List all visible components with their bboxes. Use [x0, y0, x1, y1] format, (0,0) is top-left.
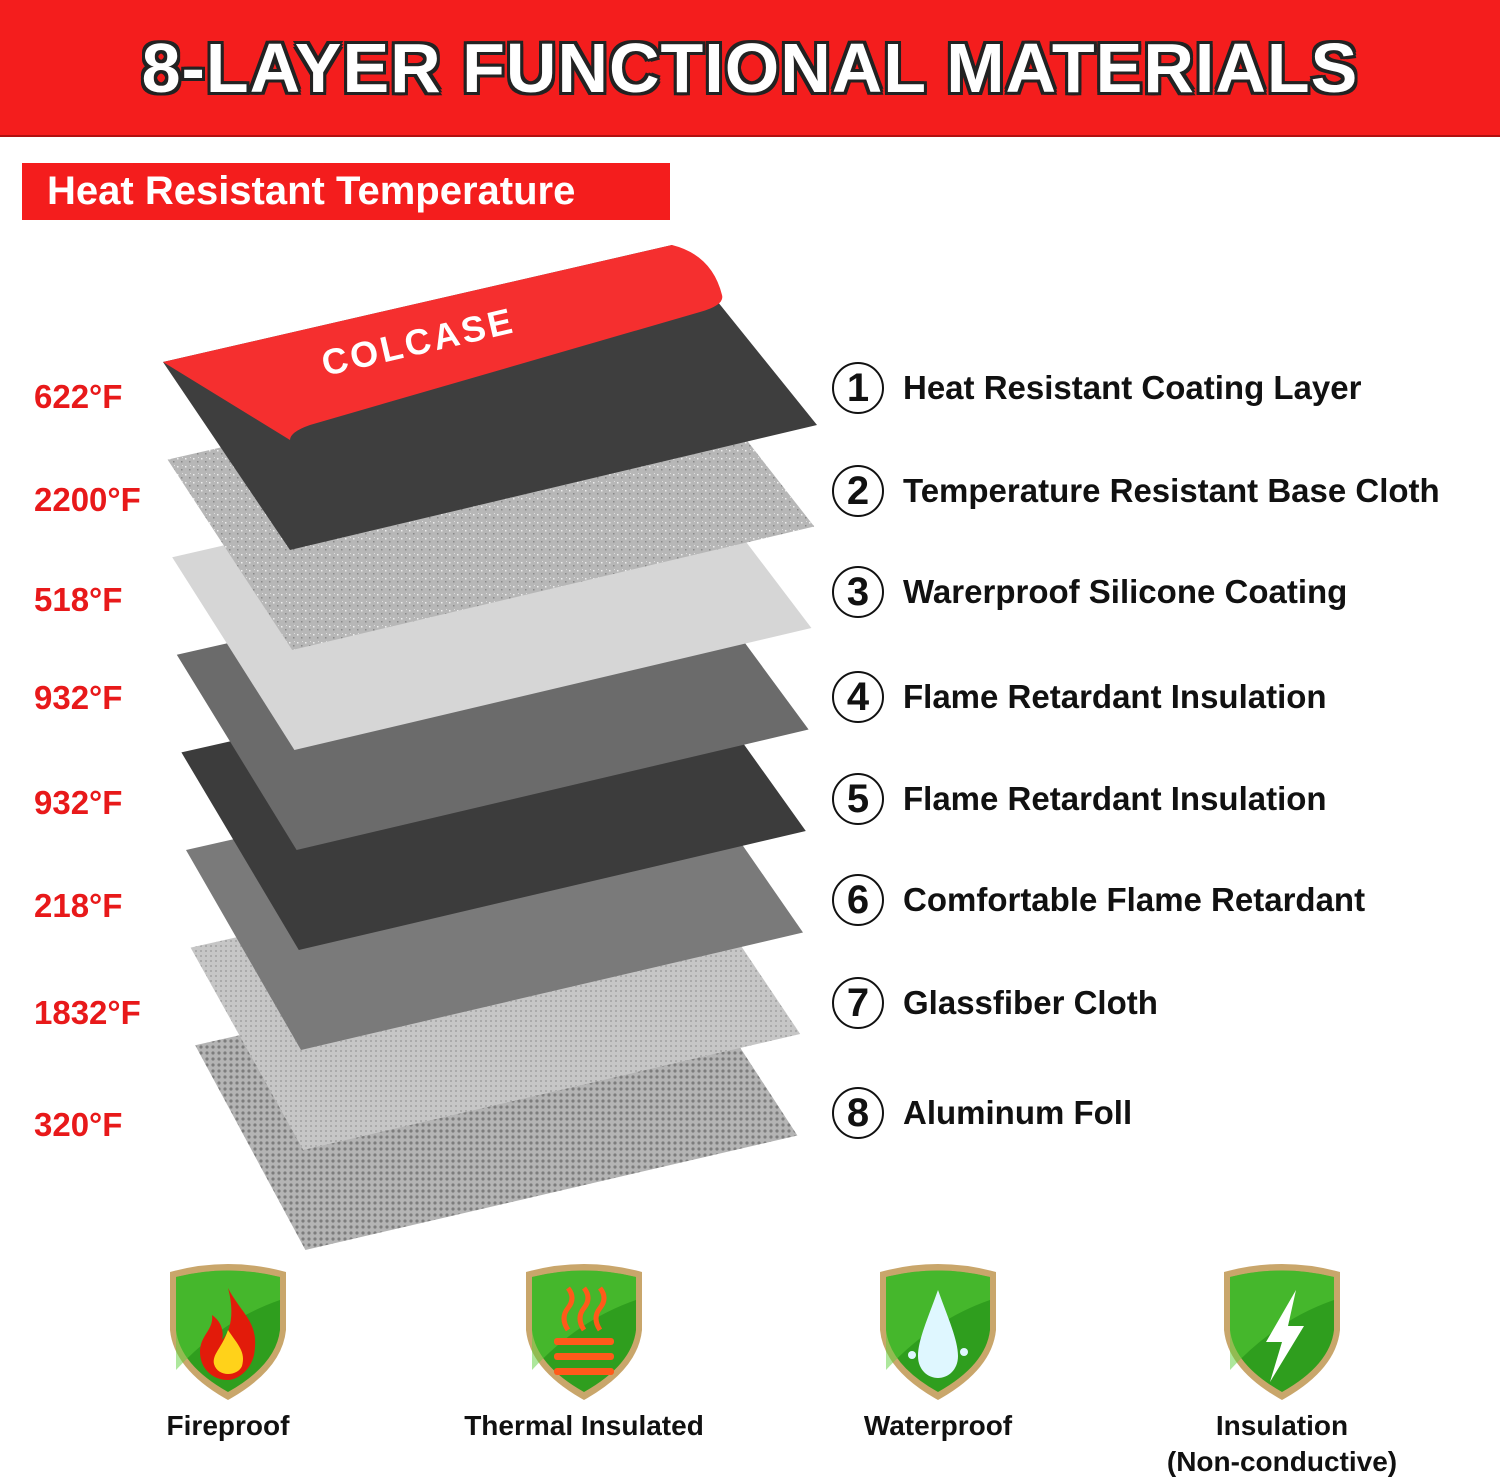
layer-number-badge: 4 [832, 671, 884, 723]
layer-list-item: 4 Flame Retardant Insulation [832, 671, 1327, 723]
layer-number-badge: 8 [832, 1087, 884, 1139]
feature-label-text: Waterproof [863, 1410, 1013, 1441]
layer-name: Flame Retardant Insulation [903, 678, 1327, 715]
layer-name: Temperature Resistant Base Cloth [903, 472, 1440, 509]
temperature-label: 932°F [34, 784, 123, 821]
fire-icon [170, 1264, 286, 1400]
layer-number-badge: 7 [832, 977, 884, 1029]
layer-list-item: 8 Aluminum Foll [832, 1087, 1132, 1139]
layer-name: Glassfiber Cloth [903, 984, 1158, 1021]
layer-list-item: 1 Heat Resistant Coating Layer [832, 362, 1361, 414]
layer-name: Heat Resistant Coating Layer [903, 369, 1362, 406]
feature-label: Waterproof [864, 1408, 1012, 1444]
temperature-label: 320°F [34, 1106, 123, 1143]
feature-label: Fireproof [167, 1408, 290, 1444]
layer-list-item: 3 Warerproof Silicone Coating [832, 566, 1347, 618]
temperature-label: 1832°F [34, 994, 141, 1031]
layer-list-item: 5 Flame Retardant Insulation [832, 773, 1327, 825]
layer-name: Aluminum Foll [903, 1094, 1133, 1131]
feature-label-text: Fireproof [166, 1410, 290, 1441]
layer-name: Comfortable Flame Retardant [903, 881, 1366, 918]
title-banner: 8-LAYER FUNCTIONAL MATERIALS [0, 0, 1500, 137]
layer-list-item: 6 Comfortable Flame Retardant [832, 874, 1365, 926]
water-drop-icon [880, 1264, 996, 1400]
temperature-label: 518°F [34, 581, 123, 618]
feature-sublabel: (Non-conductive) [1166, 1446, 1398, 1477]
feature-label: Thermal Insulated [464, 1408, 704, 1444]
layer-number-badge: 3 [832, 566, 884, 618]
layer-number-badge: 6 [832, 874, 884, 926]
layer-number-badge: 2 [832, 465, 884, 517]
layer-list-item: 2 Temperature Resistant Base Cloth [832, 465, 1440, 517]
layer-name: Warerproof Silicone Coating [903, 573, 1348, 610]
feature-badge: Waterproof [778, 1260, 1098, 1444]
feature-badge: Fireproof [68, 1260, 388, 1444]
heat-insulation-icon [526, 1264, 642, 1400]
lightning-icon [1224, 1264, 1340, 1400]
layer-number-badge: 1 [832, 362, 884, 414]
temperature-label: 2200°F [34, 481, 141, 518]
feature-label-text: Insulation [1215, 1410, 1349, 1441]
section-heading: Heat Resistant Temperature [22, 163, 670, 220]
temperature-label: 218°F [34, 887, 123, 924]
page-title: 8-LAYER FUNCTIONAL MATERIALS [141, 28, 1359, 107]
feature-label: Insulation (Non-conductive) [1167, 1408, 1397, 1480]
feature-label-text: Thermal Insulated [464, 1410, 704, 1441]
layer-name: Flame Retardant Insulation [903, 780, 1327, 817]
feature-badge: Thermal Insulated [424, 1260, 744, 1444]
temperature-label: 932°F [34, 679, 123, 716]
feature-badge: Insulation (Non-conductive) [1122, 1260, 1442, 1480]
temperature-label: 622°F [34, 378, 123, 415]
layer-list-item: 7 Glassfiber Cloth [832, 977, 1158, 1029]
layer-number-badge: 5 [832, 773, 884, 825]
